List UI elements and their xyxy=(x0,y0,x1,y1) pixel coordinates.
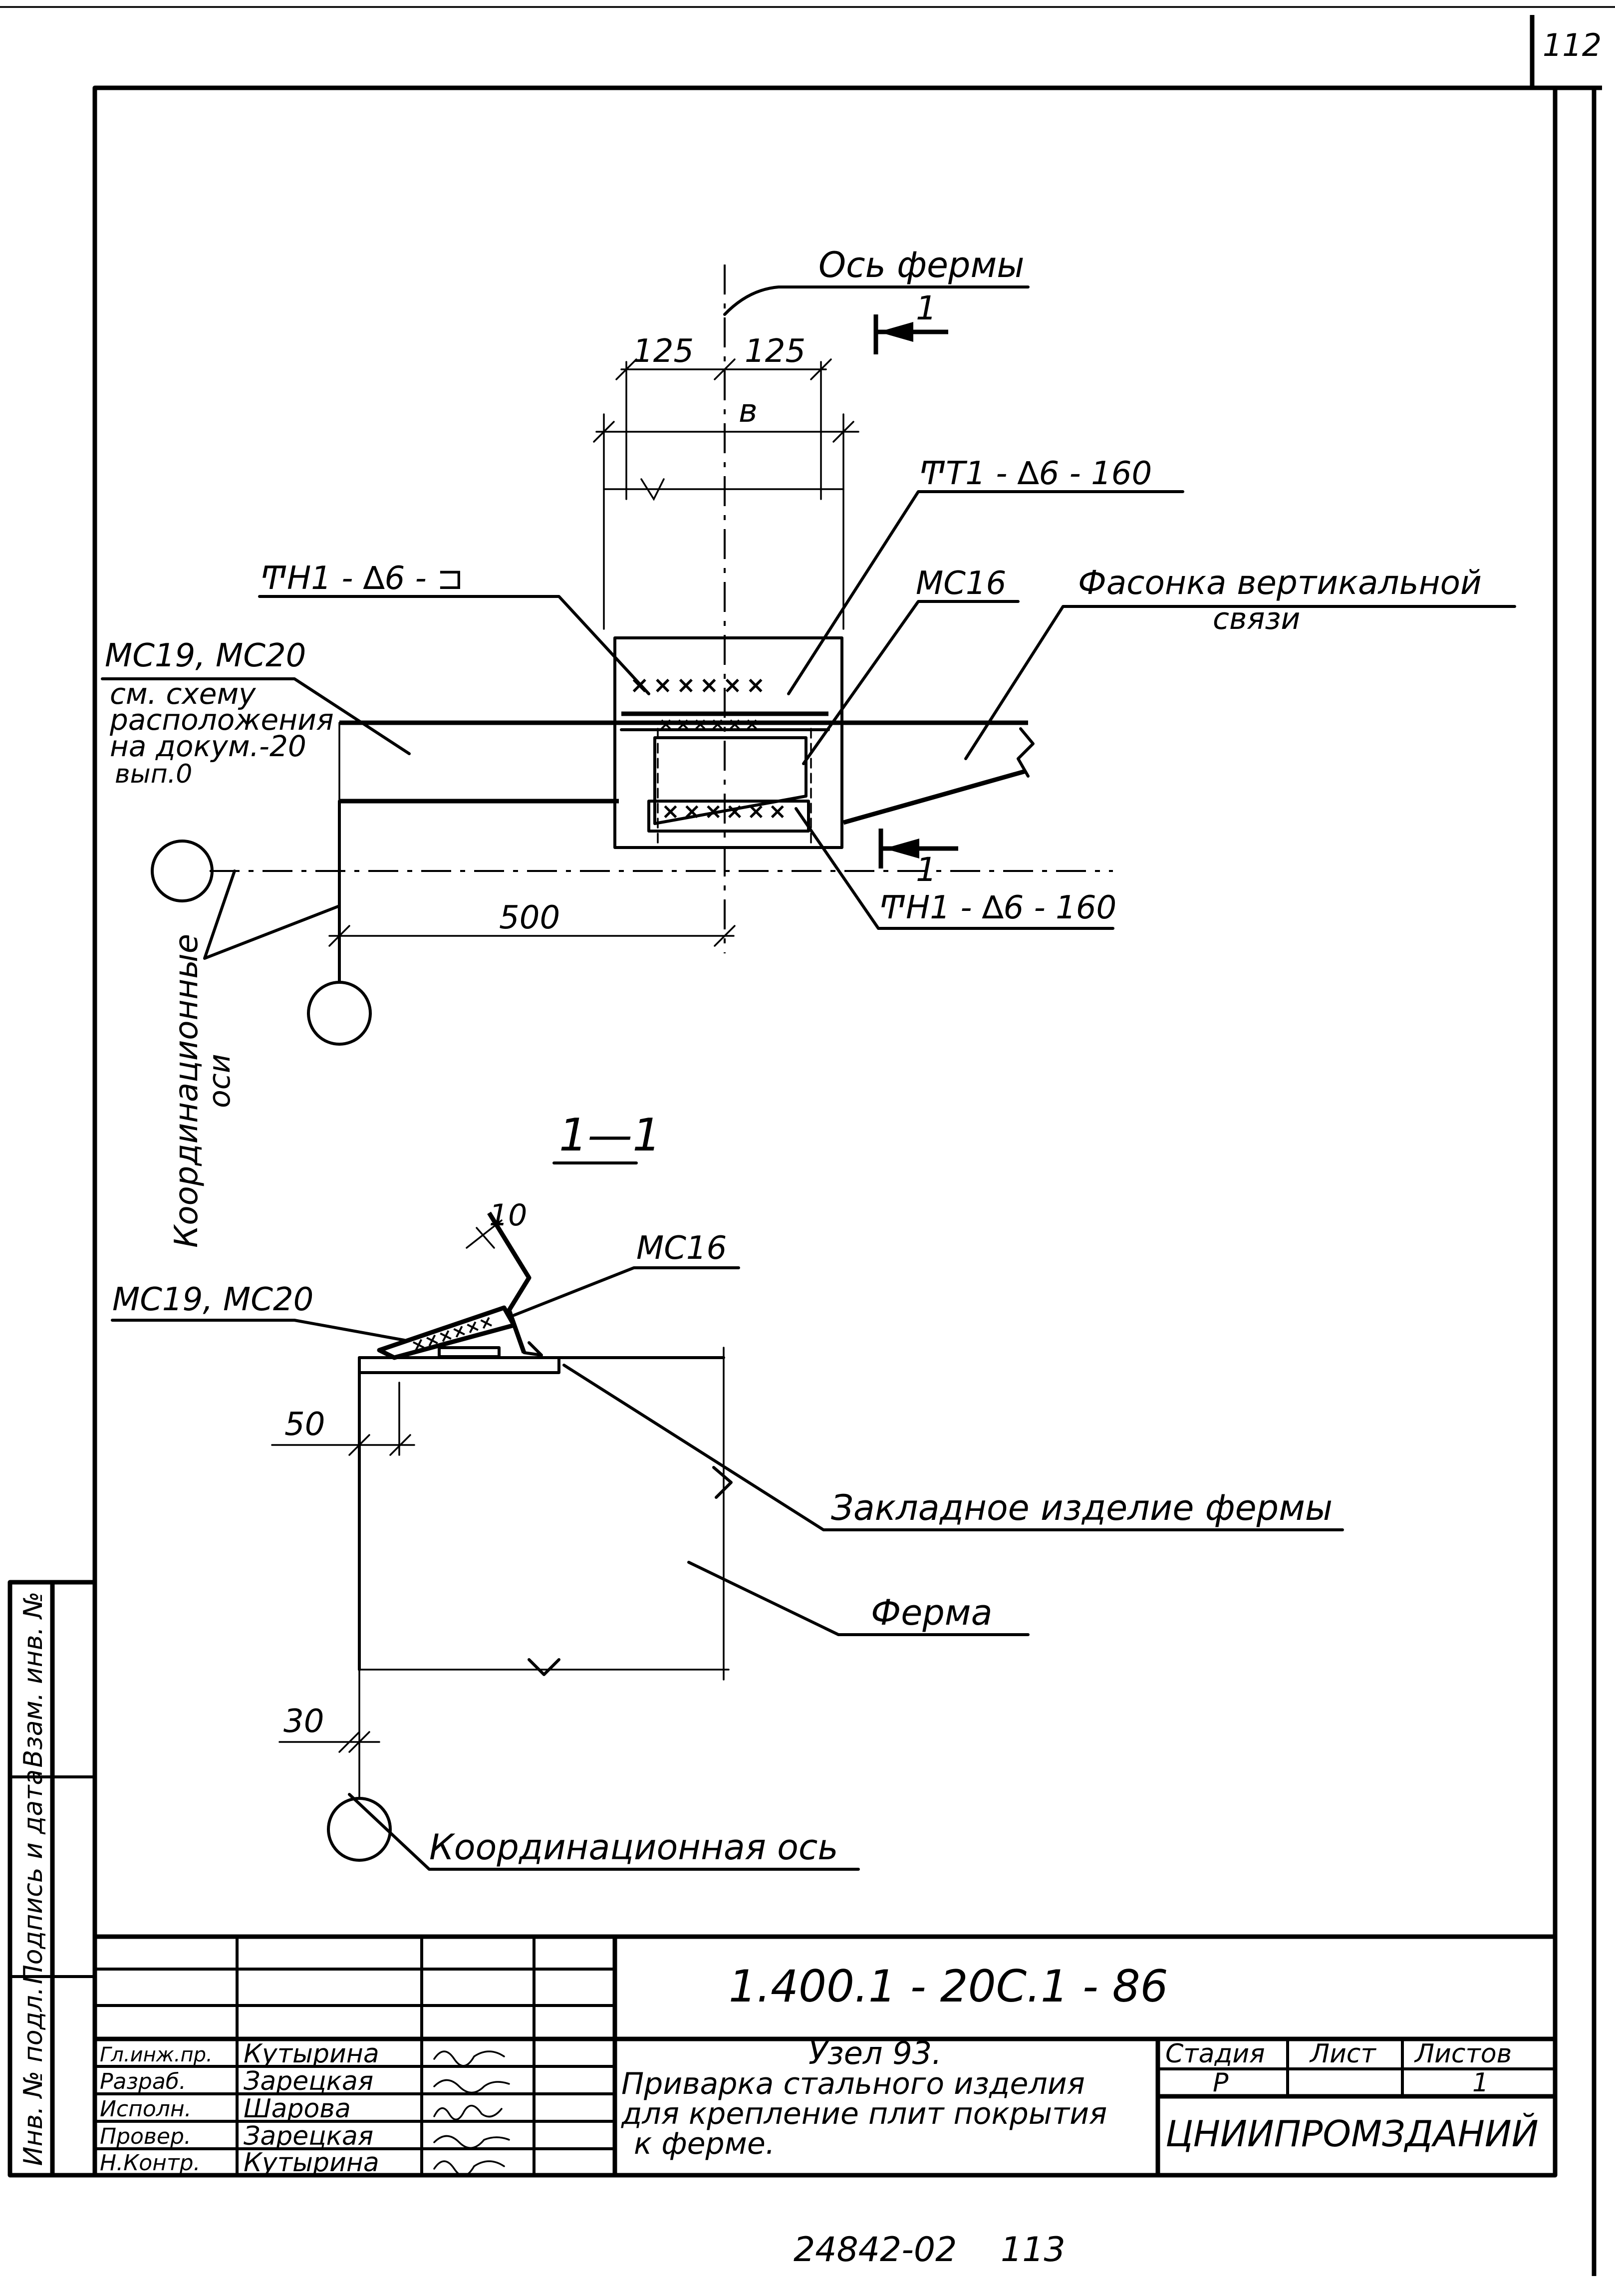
dim-500: 500 xyxy=(499,899,560,936)
label-mc19-section: МС19, МС20 xyxy=(112,1281,313,1318)
label-gusset-1: Фасонка вертикальной xyxy=(1078,564,1482,602)
truss-axis-leader xyxy=(723,286,1030,316)
leader-n1-top xyxy=(258,595,650,695)
leader-coord-axis xyxy=(348,1793,860,1871)
desc-line-2: для крепление плит покрытия xyxy=(621,2096,1107,2131)
title-block: 1.400.1 - 20С.1 - 86 Узел 93. Приварка с… xyxy=(93,1934,1557,2178)
label-coord-axes-2: оси xyxy=(202,1054,237,1108)
node-title: Узел 93. xyxy=(808,2035,942,2071)
page-number: 112 xyxy=(1543,27,1602,63)
weld-cross-top: ×××××× xyxy=(630,671,769,698)
signer-name-4: Зарецкая xyxy=(244,2121,373,2151)
coord-axis-bubble-1 xyxy=(151,840,214,902)
stamp-sign-date: Подпись и дата xyxy=(18,1769,48,1985)
label-weld-n1-top: ͲН1 - ∆6 - ⊐ xyxy=(260,560,464,597)
label-weld-t1: ͲТ1 - ∆6 - 160 xyxy=(918,455,1152,492)
bracing-gusset-bottom xyxy=(842,769,1027,825)
section-weld-cross: ×××××× xyxy=(409,1311,496,1357)
leader-mc16-section xyxy=(513,1266,740,1317)
see-scheme-4: вып.0 xyxy=(115,759,192,789)
label-embedded: Закладное изделие фермы xyxy=(831,1487,1333,1528)
coord-axis-bubble-2 xyxy=(307,981,372,1046)
leader-coord-axes xyxy=(203,869,341,960)
archive-number: 24842-02 xyxy=(794,2230,957,2270)
stamp-vzam-inv: Взам. инв. № xyxy=(18,1591,48,1767)
dim-b: в xyxy=(739,393,758,430)
sheets-value: 1 xyxy=(1472,2068,1489,2098)
archive-page: 113 xyxy=(1001,2230,1066,2270)
stage-header: Стадия xyxy=(1165,2039,1265,2069)
plan-view: Ось фермы 1 125 125 в xyxy=(101,245,1516,1248)
dim-125-left: 125 xyxy=(633,333,694,370)
label-gusset-2: связи xyxy=(1213,601,1300,636)
section-arrow-top xyxy=(878,322,913,342)
label-truss: Ферма xyxy=(871,1592,992,1633)
section-view: 1—1 ×××××× 10 МС16 МС19, МС20 50 xyxy=(111,1109,1344,1871)
desc-line-3: к ферме. xyxy=(634,2126,775,2161)
drawing-code: 1.400.1 - 20С.1 - 86 xyxy=(729,1961,1168,2012)
dim-30: 30 xyxy=(283,1703,324,1740)
sheet-frame: 112 xyxy=(0,6,1615,2276)
dim-125-right: 125 xyxy=(745,333,806,370)
section-mark-bottom: 1 xyxy=(916,851,937,889)
signer-name-5: Кутырина xyxy=(244,2148,379,2178)
signer-role-4: Провер. xyxy=(100,2124,191,2149)
section-mark-top: 1 xyxy=(916,289,937,327)
side-stamp: Взам. инв. № Подпись и дата Инв. № подл. xyxy=(7,1580,97,2178)
label-mc16-plan: МС16 xyxy=(916,565,1006,602)
dim-10: 10 xyxy=(489,1198,527,1233)
see-scheme-3: на докум.-20 xyxy=(110,729,306,763)
organization: ЦНИИПРОМЗДАНИЙ xyxy=(1165,2113,1539,2155)
leader-mc16 xyxy=(802,600,1020,765)
signer-name-3: Шарова xyxy=(244,2094,351,2124)
coord-axis-bubble-3 xyxy=(327,1797,392,1862)
mc16-plate-outline xyxy=(613,636,843,849)
sheet-header: Лист xyxy=(1309,2039,1376,2069)
leader-embedded xyxy=(562,1364,1344,1531)
signer-name-1: Кутырина xyxy=(244,2039,379,2069)
label-weld-n1-bottom: ͲН1 - ∆6 - 160 xyxy=(878,889,1116,926)
label-mc19-plan: МС19, МС20 xyxy=(105,637,306,674)
leader-mc19 xyxy=(101,677,411,755)
leader-mc19-section xyxy=(111,1319,406,1342)
weld-cross-bottom: ×××××× xyxy=(661,799,790,824)
stage-value: Р xyxy=(1213,2068,1229,2098)
embedded-plate xyxy=(358,1356,560,1374)
signer-role-2: Разраб. xyxy=(100,2069,186,2094)
signer-role-1: Гл.инж.пр. xyxy=(100,2043,213,2066)
inner-plate xyxy=(653,736,808,825)
label-coord-axis: Координационная ось xyxy=(429,1827,838,1868)
signer-name-2: Зарецкая xyxy=(244,2066,373,2096)
see-scheme-2: расположения xyxy=(109,703,334,737)
mc16-bracket xyxy=(487,1211,532,1354)
dim-50: 50 xyxy=(284,1406,325,1443)
sheets-header: Листов xyxy=(1414,2039,1512,2069)
signer-role-5: Н.Контр. xyxy=(100,2150,201,2176)
section-title: 1—1 xyxy=(559,1109,661,1161)
see-scheme-1: см. схему xyxy=(110,677,256,711)
leader-t1 xyxy=(787,490,1184,695)
truss-axis-label: Ось фермы xyxy=(818,245,1025,286)
signer-role-3: Исполн. xyxy=(100,2096,192,2122)
section-arrow-bottom xyxy=(884,839,919,859)
label-mc16-section: МС16 xyxy=(636,1230,727,1267)
leader-n1-bottom xyxy=(795,807,1114,930)
stamp-inv-orig: Инв. № подл. xyxy=(18,1987,48,2166)
label-coord-axes-1: Координационные xyxy=(168,934,205,1248)
signatures xyxy=(433,2050,510,2177)
desc-line-1: Приварка стального изделия xyxy=(621,2066,1085,2101)
leader-gusset xyxy=(964,605,1516,760)
leader-truss xyxy=(687,1561,1030,1636)
